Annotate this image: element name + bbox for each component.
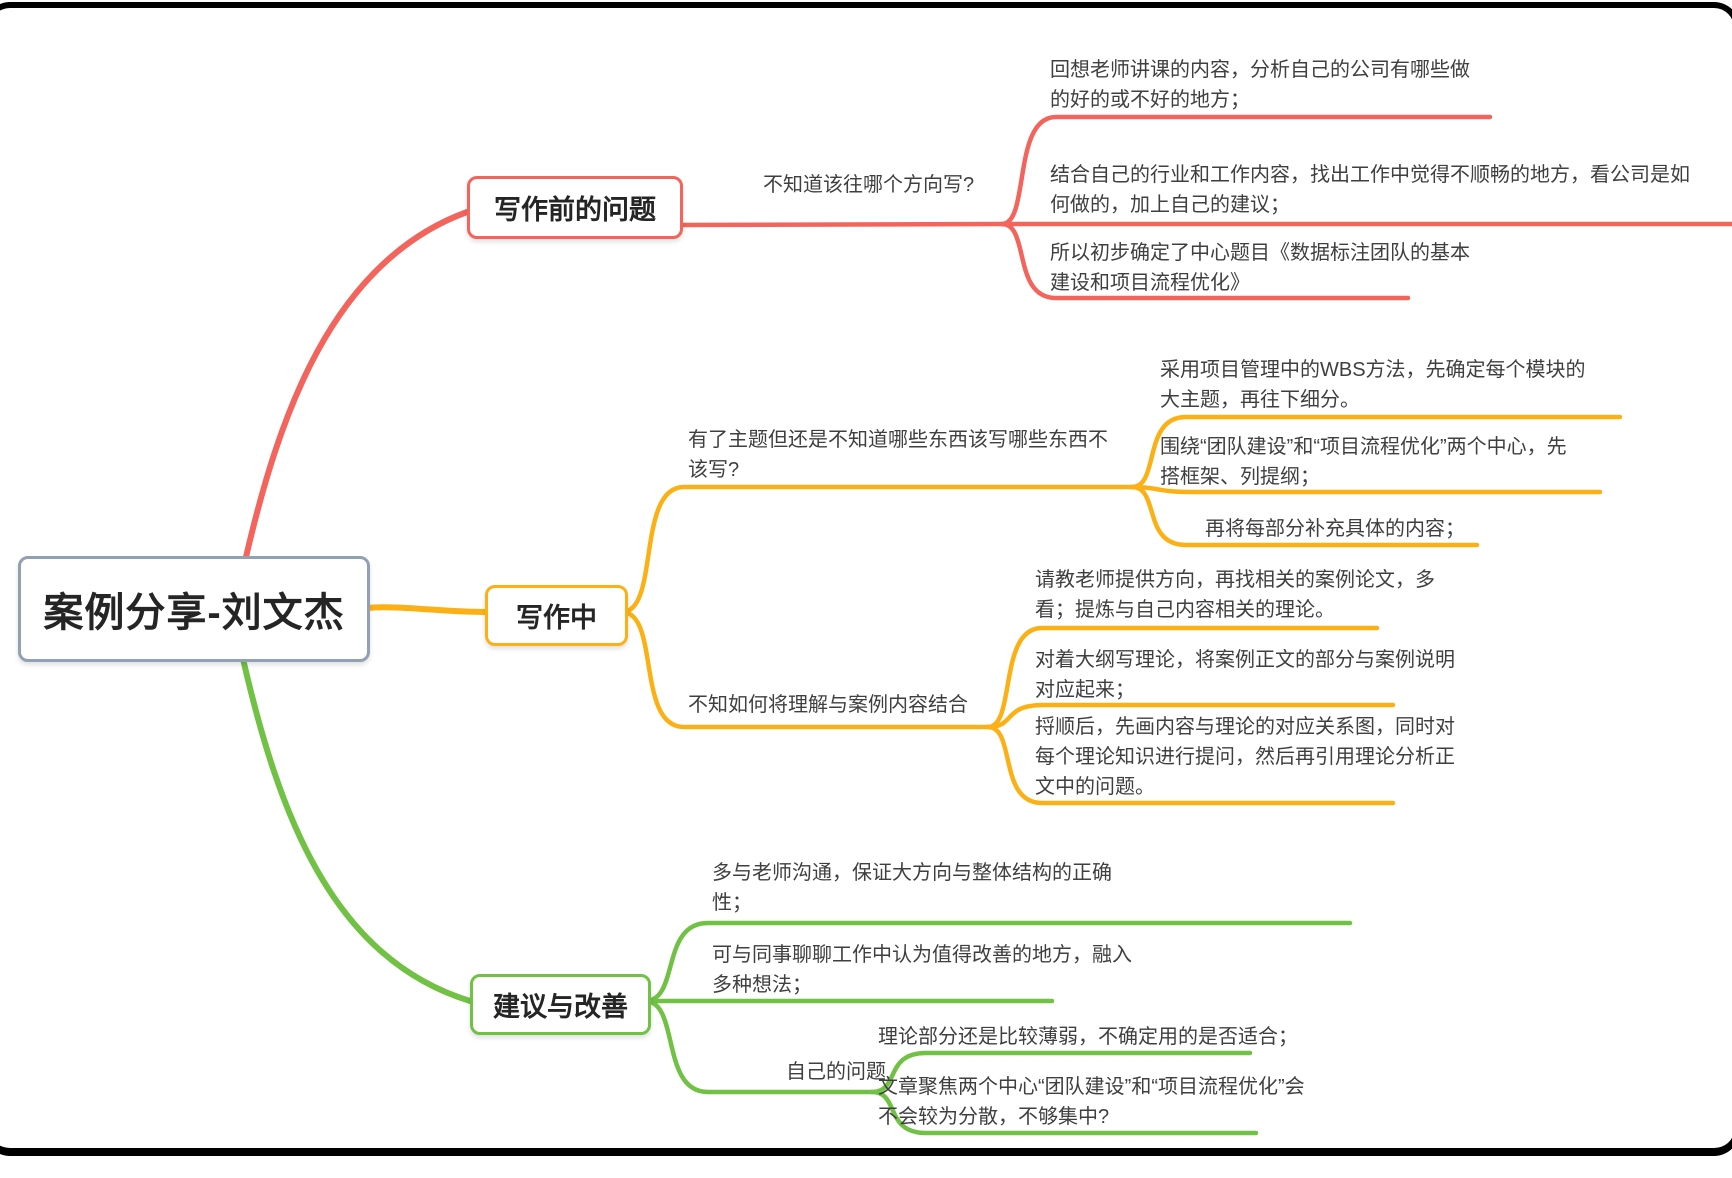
writing-q1-child-3[interactable]: 再将每部分补充具体的内容； (1205, 518, 1465, 540)
topic-suggest[interactable]: 建议与改善 (470, 974, 651, 1035)
topic-pre-writing[interactable]: 写作前的问题 (467, 176, 683, 239)
pre-writing-child-3[interactable]: 所以初步确定了中心题目《数据标注团队的基本建设和项目流程优化》 (1050, 242, 1470, 294)
topic-suggest-label: 建议与改善 (493, 992, 628, 1022)
topic-pre-writing-label: 写作前的问题 (494, 195, 656, 225)
writing-question-2[interactable]: 不知如何将理解与案例内容结合 (688, 694, 968, 716)
writing-q1-child-2[interactable]: 围绕“团队建设”和“项目流程优化”两个中心，先搭框架、列提纲； (1160, 436, 1567, 488)
pre-writing-child-2[interactable]: 结合自己的行业和工作内容，找出工作中觉得不顺畅的地方，看公司是如何做的，加上自己… (1050, 164, 1690, 216)
writing-q2-child-1[interactable]: 请教老师提供方向，再找相关的案例论文，多看；提炼与自己内容相关的理论。 (1035, 569, 1435, 621)
pre-writing-question[interactable]: 不知道该往哪个方向写? (763, 174, 975, 196)
suggest-sub-label[interactable]: 自己的问题 (786, 1061, 886, 1083)
writing-q2-child-3[interactable]: 捋顺后，先画内容与理论的对应关系图，同时对每个理论知识进行提问，然后再引用理论分… (1035, 716, 1455, 798)
suggest-sub-child-1[interactable]: 理论部分还是比较薄弱，不确定用的是否适合； (878, 1026, 1298, 1048)
pre-writing-child-1[interactable]: 回想老师讲课的内容，分析自己的公司有哪些做的好的或不好的地方； (1050, 59, 1470, 111)
writing-question-1[interactable]: 有了主题但还是不知道哪些东西该写哪些东西不该写? (688, 429, 1108, 481)
topic-writing[interactable]: 写作中 (485, 585, 628, 646)
suggest-sub-child-2[interactable]: 文章聚焦两个中心“团队建设”和“项目流程优化”会不会较为分散，不够集中? (878, 1076, 1305, 1128)
central-topic[interactable]: 案例分享-刘文杰 (18, 556, 370, 662)
writing-q1-child-1[interactable]: 采用项目管理中的WBS方法，先确定每个模块的大主题，再往下细分。 (1160, 359, 1586, 411)
central-topic-label: 案例分享-刘文杰 (43, 591, 345, 635)
suggest-child-2[interactable]: 可与同事聊聊工作中认为值得改善的地方，融入多种想法； (712, 944, 1132, 996)
suggest-child-1[interactable]: 多与老师沟通，保证大方向与整体结构的正确性； (712, 862, 1112, 914)
topic-writing-label: 写作中 (516, 603, 597, 633)
writing-q2-child-2[interactable]: 对着大纲写理论，将案例正文的部分与案例说明对应起来； (1035, 649, 1455, 701)
